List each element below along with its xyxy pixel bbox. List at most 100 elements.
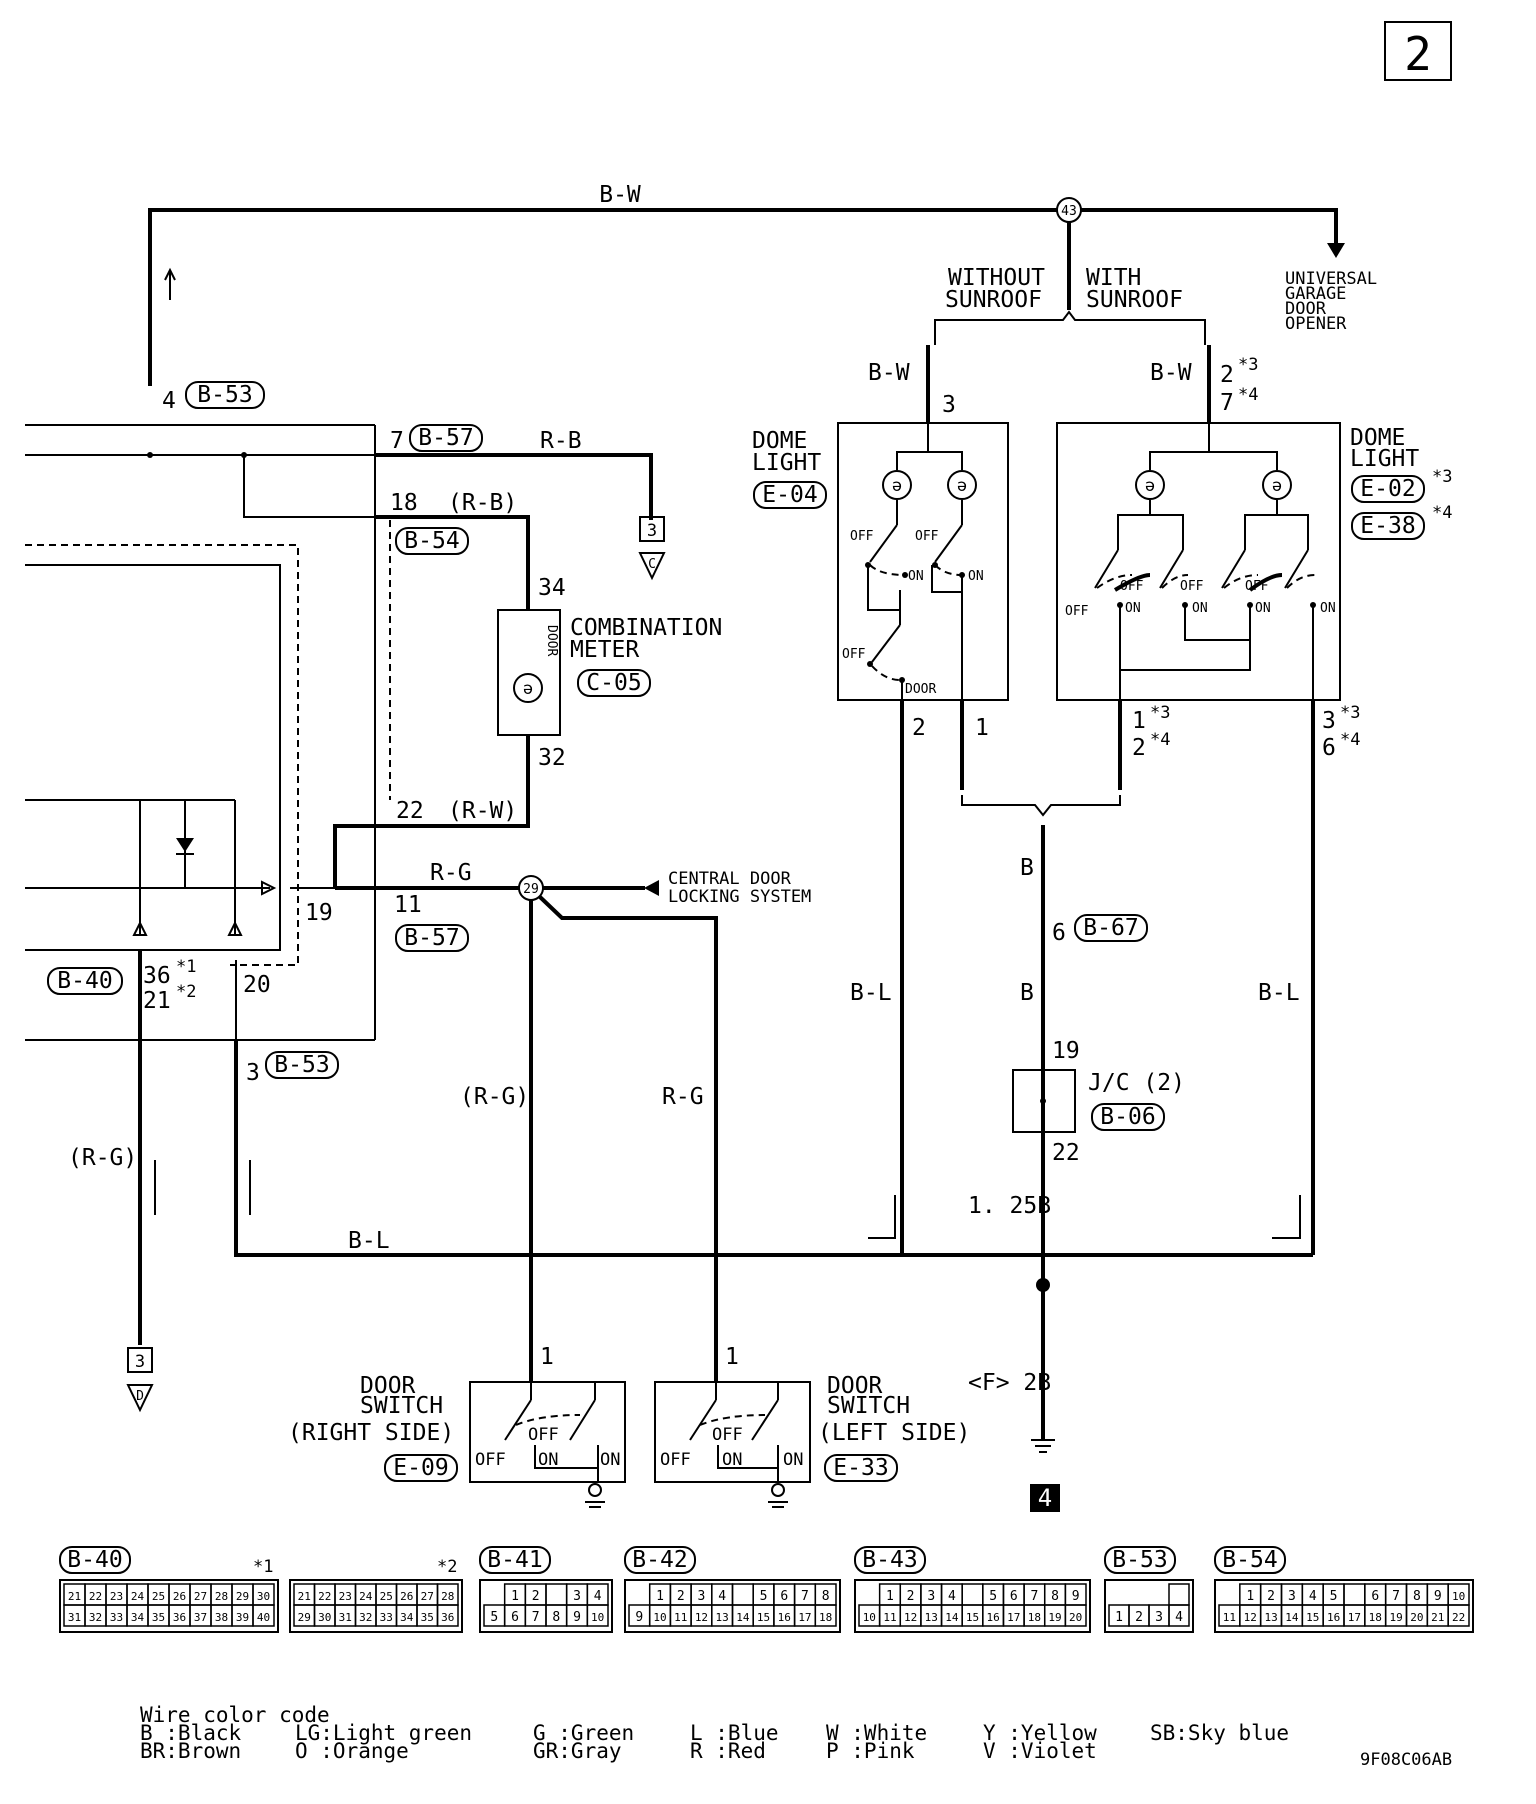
garage-label-3: DOOR (1285, 299, 1327, 319)
wire-label-rw: (R-W) (448, 798, 517, 824)
connector-pin-number: 12 (695, 1611, 708, 1624)
connector-pin-number: 31 (68, 1611, 81, 1624)
svg-text:ə: ə (1145, 476, 1155, 496)
ground-ref: 4 (1038, 1484, 1052, 1512)
legend-title: Wire color code (140, 1703, 330, 1727)
dome-left-code-box (753, 481, 827, 509)
connector-pin-number: 19 (1048, 1611, 1061, 1624)
connector-pin-number: 32 (359, 1611, 372, 1624)
b53-top-code: B-53 (197, 382, 252, 408)
b53-bot-code: B-53 (274, 1052, 329, 1078)
wire-label-b125: 1. 25B (968, 1193, 1051, 1219)
offpage-d-num: 3 (135, 1352, 145, 1372)
without-sunroof-1: WITHOUT (948, 265, 1045, 291)
rg-wire-left-switch (538, 895, 718, 1382)
dome-right-name-2: LIGHT (1350, 446, 1419, 472)
dome-right-pin-top2: 7 (1220, 390, 1234, 416)
ground-node (1036, 1278, 1050, 1292)
door-switch-left-sw2: ON (722, 1450, 742, 1470)
connector-pin-number: 2 (677, 1589, 685, 1604)
dome-left-off2: OFF (915, 529, 939, 544)
connector-pin-number: 9 (1434, 1589, 1442, 1604)
meter-pin-top: 34 (538, 575, 566, 601)
dome-left-code: E-04 (762, 482, 817, 508)
dome-right-pin-top1: 2 (1220, 362, 1234, 388)
meter-name-1: COMBINATION (570, 615, 722, 641)
connector-pin-number: 4 (1175, 1610, 1183, 1625)
b57-bot-pin: 11 (394, 892, 422, 918)
connector-pin-number: 24 (359, 1590, 373, 1603)
connector-pin-number: 35 (152, 1611, 165, 1624)
door-switch-left-sw3: ON (783, 1450, 803, 1470)
legend-c6-1: V :Violet (983, 1739, 1097, 1763)
dome-right-name-1: DOME (1350, 425, 1405, 451)
door-switch-left-name-2: SWITCH (827, 1393, 910, 1419)
connector-cavity (1168, 1583, 1190, 1606)
legend-c1-0: B :Black (140, 1721, 242, 1745)
wire-label-bl-bottom: B-L (348, 1228, 390, 1254)
ecu-tri-icon-1 (132, 920, 148, 936)
b54-code-box (395, 527, 469, 555)
dome-right-pin-br1-note: *3 (1340, 703, 1360, 723)
connector-pin-number: 31 (339, 1611, 352, 1624)
page-badge-box (1384, 21, 1452, 81)
dome-left-name-2: LIGHT (752, 450, 821, 476)
wire-label-rg-left: (R-G) (68, 1145, 137, 1171)
dome-right-note2: *4 (1432, 503, 1452, 523)
connector-pin-number: 5 (760, 1589, 768, 1604)
b40-pin1: 36 (143, 963, 171, 989)
connector-pin-number: 25 (152, 1590, 165, 1603)
connector-cavity (586, 1604, 609, 1627)
connector-pin-number: 18 (1028, 1611, 1041, 1624)
legend-c6-0: Y :Yellow (983, 1721, 1097, 1745)
connector-cavity (252, 1604, 275, 1627)
dome-light-right: ə ə (1056, 422, 1341, 701)
connector-pin-number: 35 (421, 1611, 434, 1624)
combination-meter-lamp-icon (513, 673, 543, 703)
dome-right-sw-6: ON (1255, 601, 1271, 616)
connector-pin-number: 11 (883, 1611, 896, 1624)
connector-face-code: B-41 (487, 1547, 542, 1573)
dome-left-pin-top: 3 (942, 392, 956, 418)
dome-left-off3: OFF (842, 647, 866, 662)
connector-cavity (1447, 1604, 1470, 1627)
connector-pin-number: 36 (441, 1611, 454, 1624)
ecu-dashed-outline (25, 544, 299, 966)
b53-bot-pin: 3 (246, 1060, 260, 1086)
connector-pin-number: 38 (215, 1611, 228, 1624)
connector-pin-number: 3 (1288, 1589, 1296, 1604)
up-arrow-head-icon (164, 267, 176, 281)
door-switch-right (469, 1381, 626, 1508)
garage-label-1: UNIVERSAL (1285, 269, 1377, 289)
b57-bot-code: B-57 (404, 925, 459, 951)
meter-lamp-glyph: ə (523, 679, 533, 699)
dome-left-door: DOOR (905, 682, 936, 697)
connector-pin-number: 26 (173, 1590, 186, 1603)
connector-face-code: B-53 (1112, 1547, 1167, 1573)
connector-pin-number: 15 (757, 1611, 770, 1624)
jc2-code-box (1091, 1103, 1165, 1131)
connector-pin-number: 8 (1413, 1589, 1421, 1604)
legend-c4-1: R :Red (690, 1739, 766, 1763)
connector-pin-number: 22 (318, 1590, 331, 1603)
legend-c2-0: LG:Light green (295, 1721, 472, 1745)
wire-label-rg-mid: (R-G) (460, 1084, 529, 1110)
connector-face-code: B-54 (1222, 1547, 1277, 1573)
connector-pin-number: 18 (819, 1611, 832, 1624)
door-switch-right-sw0: OFF (475, 1450, 506, 1470)
ecu-arrow-icon (261, 880, 277, 896)
connector-pin-number: 29 (236, 1590, 249, 1603)
connector-pin-number: 9 (1072, 1589, 1080, 1604)
garage-label-2: GARAGE (1285, 284, 1346, 304)
offpage-d-arrow-icon (126, 1384, 154, 1413)
connector-pin-number: 28 (215, 1590, 228, 1603)
dome-light-left: ə ə (837, 422, 1009, 701)
jc2-name: J/C (2) (1088, 1070, 1185, 1096)
rw-wire (333, 735, 530, 888)
offpage-d-letter: D (136, 1389, 144, 1404)
connector-pin-number: 6 (511, 1610, 519, 1625)
connector-pin-number: 9 (635, 1610, 643, 1625)
b67-code: B-67 (1083, 915, 1138, 941)
